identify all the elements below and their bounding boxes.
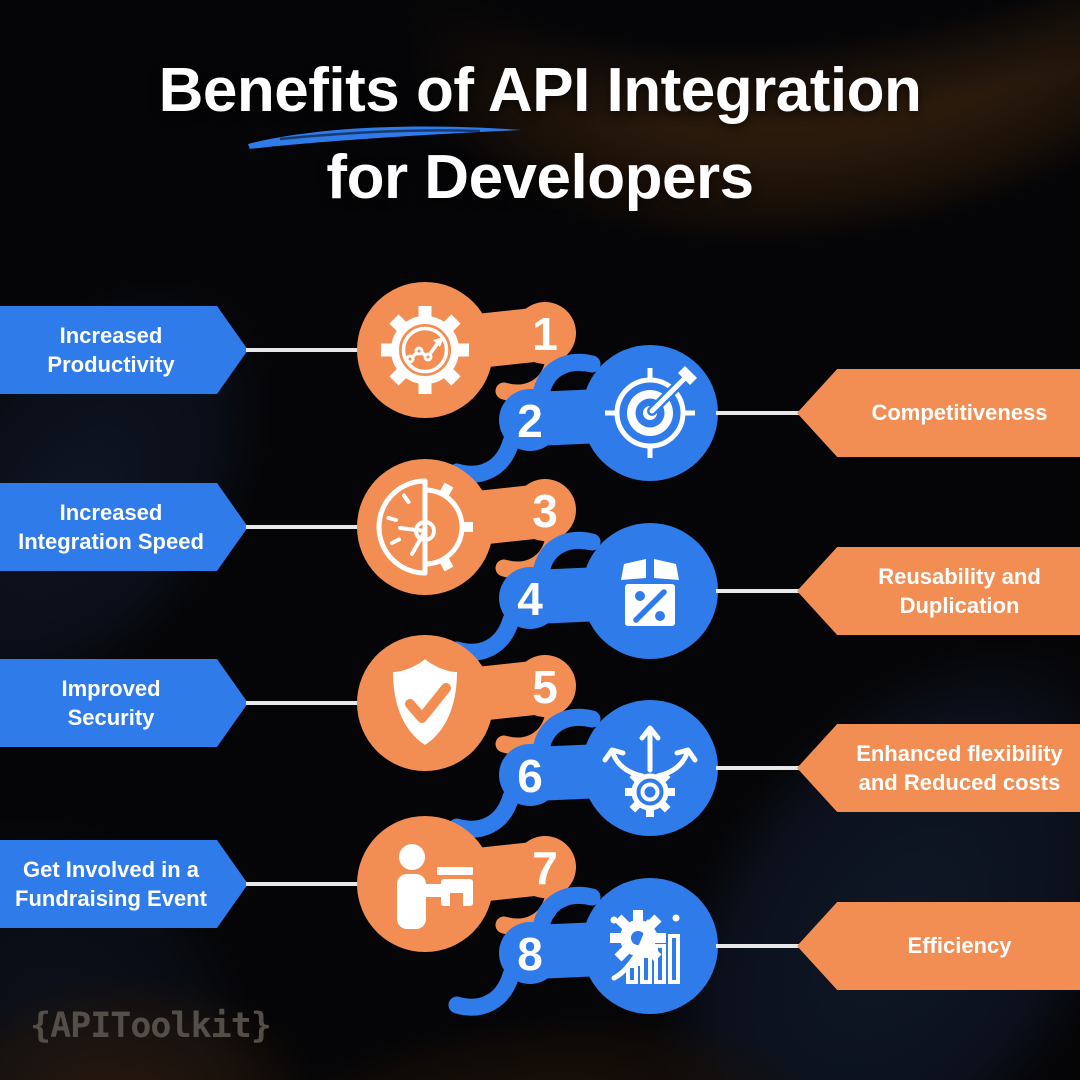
blob-tail [448, 966, 520, 1016]
blob-connector-shape: 8 [448, 878, 718, 1016]
connector-line [716, 411, 799, 415]
page-title-line-1: Benefits of API Integration [158, 56, 922, 125]
page-title-line-2: for Developers [326, 143, 754, 212]
connector-line [716, 766, 799, 770]
item-number: 8 [517, 928, 543, 980]
connector-line [716, 589, 799, 593]
brand-logo: {APIToolkit} [30, 1006, 272, 1046]
benefit-label: Efficiency [797, 902, 1080, 990]
benefit-label-text: Efficiency [907, 933, 1012, 959]
connector-line [716, 944, 799, 948]
